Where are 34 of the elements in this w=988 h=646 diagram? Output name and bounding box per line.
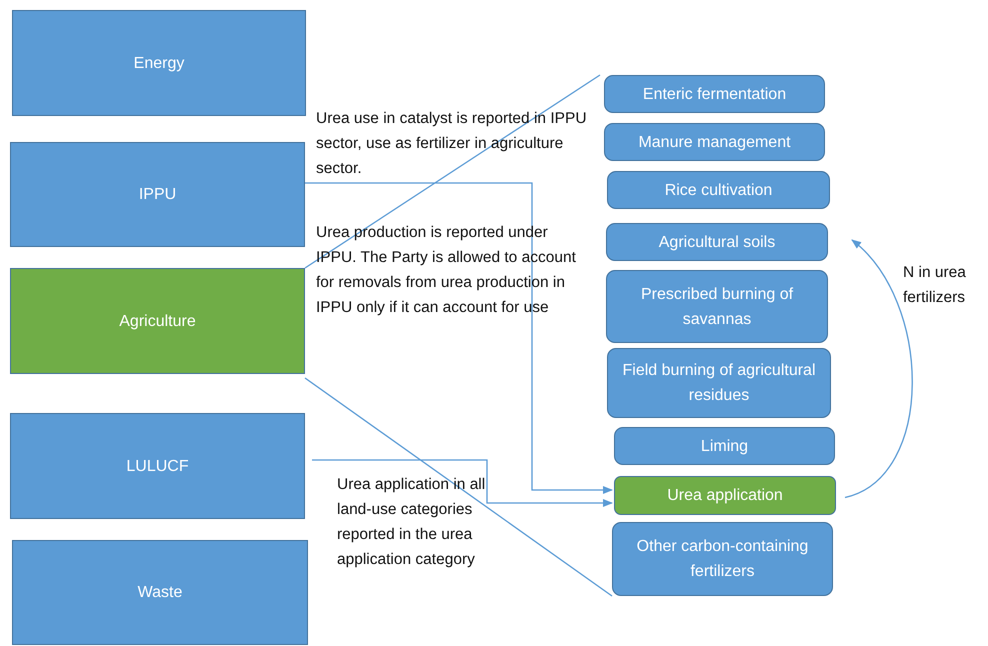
sector-box [10, 413, 305, 519]
category-box [607, 171, 830, 209]
category-box [604, 75, 825, 113]
node-label: Prescribed burning of savannas [640, 284, 794, 330]
connector-line [304, 377, 612, 597]
sector-box [12, 540, 308, 645]
node-label: Field burning of agricultural residues [622, 361, 816, 406]
category-box [614, 427, 835, 465]
category-box [606, 223, 828, 261]
category-box [614, 476, 836, 515]
node-label: Energy [134, 54, 184, 74]
arrow [312, 459, 613, 507]
category-box [606, 270, 828, 343]
note-text: Urea use in catalyst is reported in IPPU sector, use as fertilizer in agriculture sector. [316, 109, 588, 179]
arrow [305, 182, 613, 494]
node-label: Liming [700, 436, 748, 456]
category-box [607, 348, 831, 418]
node-label: Waste [138, 583, 182, 603]
node-label: Urea application [667, 486, 783, 506]
category-box [612, 522, 833, 596]
category-box [604, 123, 825, 161]
arrow [844, 239, 913, 498]
node-label: Agricultural soils [658, 232, 776, 252]
node-label: Agriculture [119, 312, 196, 332]
node-label: LULUCF [126, 456, 189, 476]
node-label: Other carbon-containing fertilizers [636, 537, 810, 582]
node-label: Manure management [638, 132, 791, 152]
sector-box [12, 10, 306, 116]
sector-box [10, 142, 305, 247]
node-label: Enteric fermentation [642, 84, 786, 104]
node-label: Rice cultivation [664, 180, 772, 200]
sector-box [10, 268, 305, 374]
node-label: IPPU [138, 185, 176, 205]
connector-line [304, 74, 600, 269]
